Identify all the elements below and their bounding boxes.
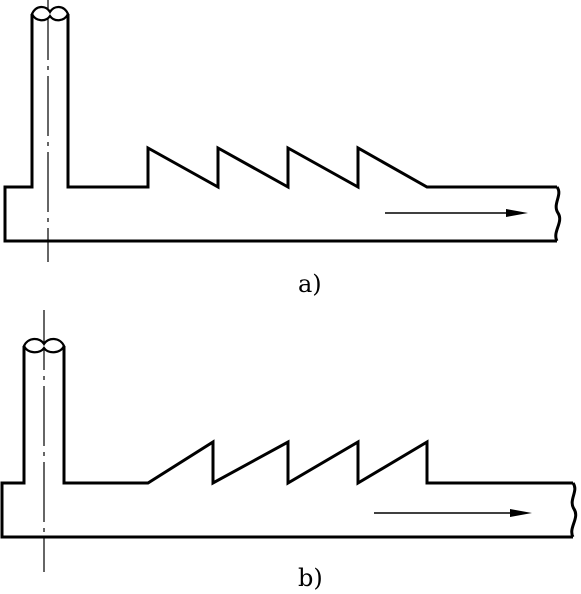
figure-label-a: a)	[298, 270, 322, 298]
break-mark-a	[554, 186, 562, 242]
channel-outline-a	[3, 14, 557, 243]
diagram-b: b)	[0, 310, 578, 592]
diagram-a: a)	[3, 0, 562, 298]
pipe-break-cap-a	[30, 5, 70, 22]
flow-arrowhead-b	[510, 509, 532, 517]
pipe-break-cap-b	[22, 337, 66, 354]
figure-label-b: b)	[298, 564, 323, 592]
channel-outline-b	[0, 346, 573, 539]
break-mark-b	[570, 482, 578, 538]
flow-arrowhead-a	[506, 209, 528, 217]
